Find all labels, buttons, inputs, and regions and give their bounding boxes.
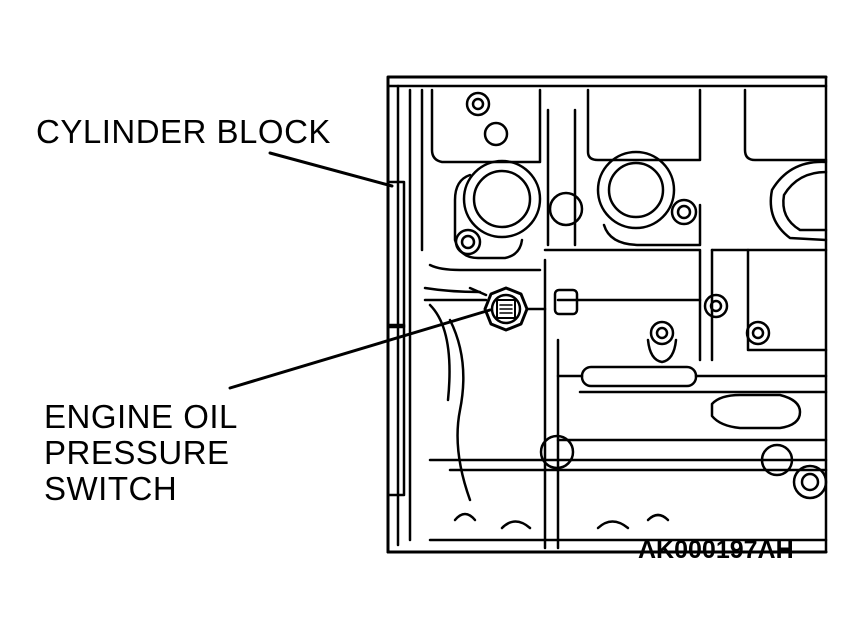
cylinder-bore-bosses	[430, 88, 828, 260]
oil-switch-label-line-2: PRESSURE	[44, 434, 230, 471]
cylinder-block-label: CYLINDER BLOCK	[36, 113, 331, 150]
oil-switch-label-line-1: ENGINE OIL	[44, 398, 238, 435]
oil-switch-label-line-3: SWITCH	[44, 470, 178, 507]
oil-switch-leader	[228, 308, 492, 390]
oil-pressure-switch	[468, 286, 547, 332]
cylinder-block-leader	[268, 151, 394, 188]
figure-code: AK000197AH	[638, 536, 794, 564]
cylinder-block-outline	[386, 75, 828, 554]
